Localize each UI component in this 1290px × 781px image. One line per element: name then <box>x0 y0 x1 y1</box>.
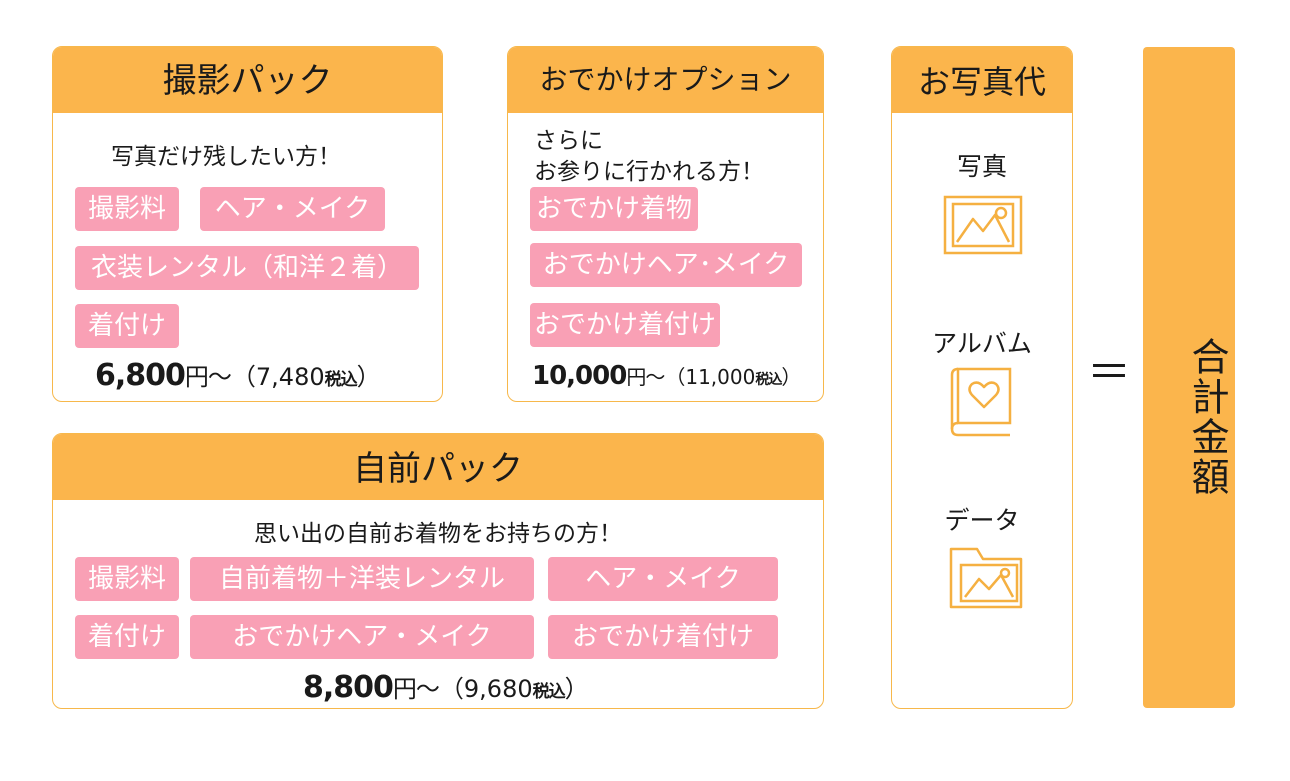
price-close: ） <box>564 675 589 703</box>
jizen-pack-subtitle: 思い出の自前お着物をお持ちの方！ <box>254 521 622 547</box>
price-tax-included: 〜（9,680 <box>415 675 533 703</box>
price-tax-label: 税込 <box>324 370 358 390</box>
price-tax-included: 〜（11,000 <box>645 365 756 389</box>
tag-kitsuke: 着付け <box>75 615 179 659</box>
price-tax-label: 税込 <box>755 372 782 388</box>
jizen-pack-title: 自前パック <box>53 434 823 500</box>
satsuei-pack-subtitle: 写真だけ残したい方！ <box>111 144 341 170</box>
tag-odekake-hair-makeup: おでかけヘア･メイク <box>530 243 802 287</box>
tag-odekake-hair-makeup: おでかけヘア・メイク <box>190 615 534 659</box>
price-amount: 10,000 <box>532 361 627 391</box>
tag-satsueiryo: 撮影料 <box>75 557 179 601</box>
tag-odekake-kitsuke: おでかけ着付け <box>530 303 720 347</box>
satsuei-pack-card: 撮影パック 写真だけ残したい方！ 撮影料 ヘア・メイク 衣装レンタル（和洋２着）… <box>52 46 443 402</box>
odekake-option-price: 10,000円〜（11,000税込） <box>532 361 801 391</box>
price-yen: 円 <box>184 363 209 391</box>
folder-photo-icon <box>949 547 1023 609</box>
tag-odekake-kimono: おでかけ着物 <box>530 187 698 231</box>
tag-jizen-kimono-rental: 自前着物＋洋装レンタル <box>190 557 534 601</box>
tag-hair-makeup: ヘア・メイク <box>200 187 385 231</box>
price-amount: 6,800 <box>95 358 186 393</box>
odekake-option-card: おでかけオプション さらに お参りに行かれる方！ おでかけ着物 おでかけヘア･メ… <box>507 46 824 402</box>
data-item-label: データ <box>944 506 1020 535</box>
album-item-label: アルバム <box>932 329 1032 358</box>
price-tax-label: 税込 <box>532 682 566 702</box>
odekake-option-title: おでかけオプション <box>508 47 823 113</box>
tag-odekake-kitsuke: おでかけ着付け <box>548 615 778 659</box>
price-amount: 8,800 <box>303 670 394 705</box>
tag-costume-rental: 衣装レンタル（和洋２着） <box>75 246 419 290</box>
photo-fee-title: お写真代 <box>892 47 1072 113</box>
tag-hair-makeup: ヘア・メイク <box>548 557 778 601</box>
odekake-option-subtitle-line2: お参りに行かれる方！ <box>534 159 764 185</box>
price-close: ） <box>781 365 802 389</box>
satsuei-pack-price: 6,800円〜（7,480税込） <box>95 357 381 393</box>
heart-album-icon <box>950 367 1012 437</box>
odekake-option-subtitle-line1: さらに <box>534 128 603 154</box>
jizen-pack-card: 自前パック 思い出の自前お着物をお持ちの方！ 撮影料 自前着物＋洋装レンタル ヘ… <box>52 433 824 709</box>
tag-kitsuke: 着付け <box>75 304 179 348</box>
price-close: ） <box>356 363 381 391</box>
price-yen: 円 <box>626 365 646 389</box>
satsuei-pack-title: 撮影パック <box>53 47 442 113</box>
jizen-pack-price: 8,800円〜（9,680税込） <box>303 669 589 705</box>
photo-fee-card: お写真代 写真 アルバム データ <box>891 46 1073 709</box>
price-yen: 円 <box>392 675 417 703</box>
photo-frame-icon <box>943 195 1023 255</box>
tag-satsueiryo: 撮影料 <box>75 187 179 231</box>
price-tax-included: 〜（7,480 <box>207 363 325 391</box>
photo-item-label: 写真 <box>956 152 1007 181</box>
total-amount-label: 合計金額 <box>1185 337 1229 497</box>
total-amount-bar: 合計金額 <box>1143 47 1235 708</box>
equals-sign: ＝ <box>1087 347 1131 398</box>
